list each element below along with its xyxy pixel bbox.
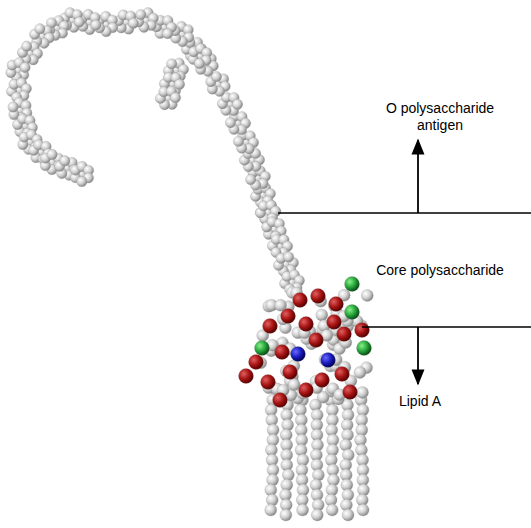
- atom-sphere: [326, 504, 338, 516]
- atom-sphere: [335, 367, 350, 382]
- atom-sphere: [60, 156, 70, 166]
- atom-sphere: [273, 393, 288, 408]
- atom-sphere: [354, 366, 366, 378]
- atom-sphere: [337, 327, 352, 342]
- atom-sphere: [299, 317, 314, 332]
- atom-sphere: [136, 9, 146, 19]
- atom-sphere: [249, 355, 264, 370]
- atom-sphere: [315, 373, 330, 388]
- atom-sphere: [283, 252, 293, 262]
- atom-sphere: [225, 117, 235, 127]
- atom-sphere: [329, 297, 344, 312]
- atom-sphere: [342, 509, 354, 521]
- atom-sphere: [167, 59, 177, 69]
- up-arrow: [417, 140, 419, 213]
- atom-sphere: [239, 369, 254, 384]
- atom-sphere: [77, 176, 87, 186]
- atom-sphere: [309, 333, 324, 348]
- region-label: Core polysaccharide: [355, 262, 525, 279]
- atom-sphere: [20, 62, 30, 72]
- atom-sphere: [35, 24, 45, 34]
- atom-sphere: [316, 309, 328, 321]
- atom-sphere: [355, 323, 370, 338]
- atom-sphere: [345, 277, 360, 292]
- atom-sphere: [275, 345, 290, 360]
- region-label: O polysaccharide antigen: [375, 100, 505, 134]
- divider-line: [278, 212, 531, 214]
- atom-sphere: [361, 289, 373, 301]
- region-dividers: [278, 140, 531, 384]
- atom-sphere: [281, 309, 296, 324]
- atom-sphere: [74, 17, 84, 27]
- divider-line: [362, 326, 531, 328]
- atom-sphere: [8, 102, 18, 112]
- atom-sphere: [288, 379, 300, 391]
- atom-sphere: [263, 319, 278, 334]
- atom-sphere: [293, 293, 308, 308]
- atom-sphere: [299, 383, 314, 398]
- atom-sphere: [343, 385, 358, 400]
- atom-sphere: [297, 504, 309, 516]
- atom-sphere: [261, 375, 276, 390]
- atom-sphere: [357, 341, 372, 356]
- atom-sphere: [345, 305, 360, 320]
- atom-sphere: [162, 28, 172, 38]
- region-label: Lipid A: [370, 393, 470, 410]
- atom-sphere: [283, 365, 298, 380]
- atom-sphere: [170, 92, 180, 102]
- atom-sphere: [265, 504, 277, 516]
- atom-sphere: [357, 504, 369, 516]
- molecule-model: [6, 8, 374, 521]
- atom-sphere: [280, 509, 292, 521]
- atom-sphere: [194, 58, 204, 68]
- atom-sphere: [311, 289, 326, 304]
- atom-sphere: [47, 149, 57, 159]
- atom-sphere: [21, 41, 31, 51]
- atom-sphere: [233, 136, 243, 146]
- atom-sphere: [311, 509, 323, 521]
- atom-sphere: [91, 20, 101, 30]
- atom-sphere: [128, 18, 138, 28]
- atom-sphere: [245, 174, 255, 184]
- atom-sphere: [327, 315, 342, 330]
- atom-sphere: [321, 353, 336, 368]
- atom-sphere: [291, 347, 306, 362]
- atom-sphere: [174, 79, 184, 89]
- down-arrow: [417, 327, 419, 384]
- atom-sphere: [255, 341, 270, 356]
- atom-sphere: [356, 387, 368, 399]
- atom-sphere: [232, 99, 242, 109]
